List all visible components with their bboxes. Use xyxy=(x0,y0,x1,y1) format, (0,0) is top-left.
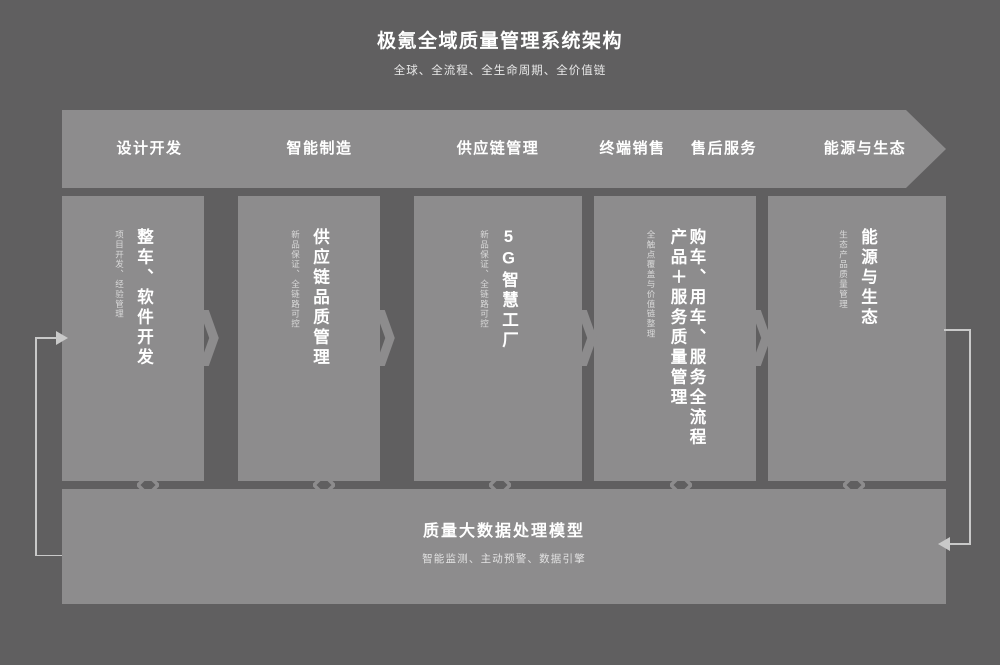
chevron-notch-icon xyxy=(204,310,220,366)
column-subtitle: 新品保证、全链路可控 xyxy=(479,230,490,329)
chevron-notch-icon xyxy=(756,310,772,366)
column-content: 能源与生态 生态产品质量管理 xyxy=(768,196,946,481)
column-title: 能源与生态 xyxy=(858,228,877,328)
feedback-arrow-up-right-icon xyxy=(24,326,74,556)
column-content: 购车、用车、服务全流程 产品＋服务质量管理 全触点覆盖与价值链整理 xyxy=(594,196,756,481)
column-title: 5G智慧工厂 xyxy=(499,228,518,351)
column-design-development[interactable]: 整车、软件开发 项目开发、经验管理 xyxy=(62,196,204,481)
column-title-secondary: 产品＋服务质量管理 xyxy=(668,228,686,408)
column-content: 供应链品质管理 新品保证、全链路可控 xyxy=(238,196,380,481)
column-supply-chain-quality[interactable]: 供应链品质管理 新品保证、全链路可控 xyxy=(238,196,380,481)
column-subtitle: 生态产品质量管理 xyxy=(838,230,849,310)
section-divider xyxy=(62,481,946,489)
bottom-bar-title: 质量大数据处理模型 xyxy=(422,523,585,540)
stage-label-supplychain[interactable]: 供应链管理 xyxy=(456,140,540,157)
column-title: 整车、软件开发 xyxy=(134,228,153,368)
column-content: 5G智慧工厂 新品保证、全链路可控 xyxy=(414,196,582,481)
page-subtitle: 全球、全流程、全生命周期、全价值链 xyxy=(393,65,607,77)
bottom-bar-subtitle: 智能监测、主动预警、数据引擎 xyxy=(422,553,586,565)
column-subtitle: 新品保证、全链路可控 xyxy=(290,230,301,329)
column-title: 供应链品质管理 xyxy=(310,228,329,368)
column-service-full-process[interactable]: 购车、用车、服务全流程 产品＋服务质量管理 全触点覆盖与价值链整理 xyxy=(594,196,756,481)
column-subtitle: 全触点覆盖与价值链整理 xyxy=(646,230,657,339)
chevron-notch-icon xyxy=(582,310,598,366)
column-content: 整车、软件开发 项目开发、经验管理 xyxy=(62,196,204,481)
chevron-notch-icon xyxy=(380,310,396,366)
column-title: 购车、用车、服务全流程 xyxy=(686,228,705,448)
column-energy-ecosystem[interactable]: 能源与生态 生态产品质量管理 xyxy=(768,196,946,481)
column-subtitle: 项目开发、经验管理 xyxy=(114,230,125,320)
stage-label-aftersales[interactable]: 售后服务 xyxy=(690,140,757,157)
feedback-arrow-down-left-icon xyxy=(930,328,982,556)
stage-label-energy[interactable]: 能源与生态 xyxy=(823,140,907,157)
column-5g-smart-factory[interactable]: 5G智慧工厂 新品保证、全链路可控 xyxy=(414,196,582,481)
page-title: 极氪全域质量管理系统架构 xyxy=(376,31,623,52)
stage-label-manufacture[interactable]: 智能制造 xyxy=(286,140,353,157)
bottom-bar-big-data-model[interactable]: 质量大数据处理模型 智能监测、主动预警、数据引擎 xyxy=(62,489,946,604)
stage-band xyxy=(62,110,946,188)
stage-label-sales[interactable]: 终端销售 xyxy=(599,140,666,157)
stage-label-design[interactable]: 设计开发 xyxy=(116,140,183,157)
